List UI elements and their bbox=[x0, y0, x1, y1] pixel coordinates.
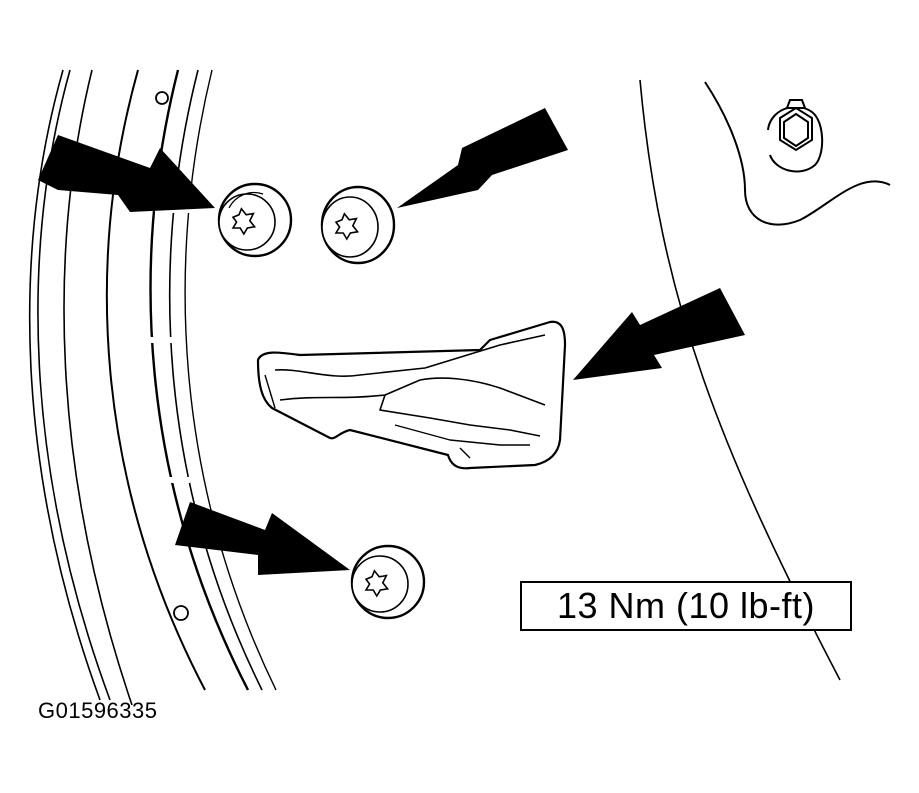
torx-bolt-icon bbox=[352, 546, 424, 618]
deflector-bracket bbox=[258, 322, 565, 469]
arrow-icon bbox=[397, 108, 568, 208]
figure-id: G01596335 bbox=[38, 698, 158, 723]
torque-spec-label: 13 Nm (10 lb-ft) bbox=[520, 581, 852, 631]
arrow-icon bbox=[175, 502, 350, 575]
torx-bolt-icon bbox=[219, 184, 291, 256]
arrow-icon bbox=[38, 135, 215, 212]
hole-lower bbox=[174, 606, 188, 620]
hole-upper bbox=[156, 92, 168, 104]
hex-nut-icon bbox=[705, 82, 890, 225]
arrow-icon bbox=[573, 288, 745, 380]
torque-spec-text: 13 Nm (10 lb-ft) bbox=[556, 585, 816, 626]
torx-bolt-icon bbox=[322, 187, 394, 263]
